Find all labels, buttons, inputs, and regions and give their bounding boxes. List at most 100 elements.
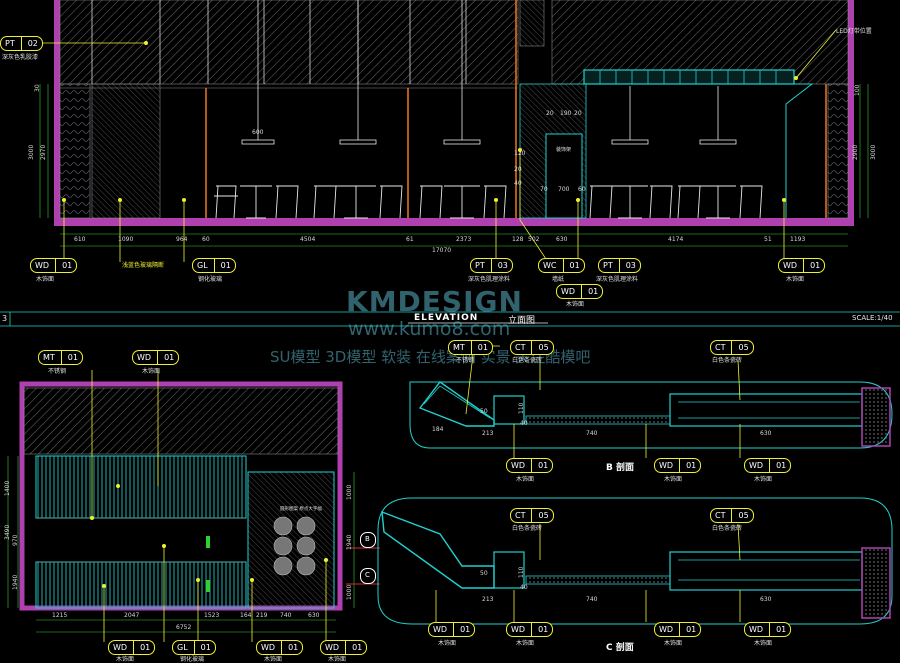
- elevation-left-wall: [54, 0, 60, 226]
- dim-label: 3000: [28, 144, 35, 160]
- tag-label: 木饰面: [566, 301, 585, 308]
- dim-label: 610: [74, 236, 86, 243]
- elevation-pendant-lamps: [241, 0, 737, 145]
- dim-total: 17070: [432, 247, 452, 254]
- dim-label: 60: [202, 236, 210, 243]
- section-marker-b[interactable]: B: [360, 532, 376, 548]
- dim-label: 70: [540, 186, 548, 193]
- elevation-drawing: [39, 0, 869, 247]
- tag-label: 木饰面: [142, 368, 161, 375]
- watermark-logo: KMDESIGN: [346, 285, 523, 318]
- tag-label: 木饰面: [516, 640, 535, 647]
- elevation-led-shelf: [583, 69, 795, 85]
- tag-label: 白色条瓷砖: [512, 525, 543, 532]
- tag-pt-02-label: 深灰色乳胶漆: [2, 54, 39, 61]
- section-c-outline: [377, 497, 893, 625]
- dim-label: 630: [760, 596, 772, 603]
- section-c-title: C 剖面: [606, 643, 634, 653]
- section-b-drawing: [409, 381, 893, 449]
- dim-label: 20: [574, 110, 582, 117]
- dim-label: 700: [558, 186, 570, 193]
- dim-label: 30: [34, 84, 41, 92]
- elevation-wood-panel-left: [59, 83, 91, 219]
- plan-round-pattern: [273, 516, 316, 576]
- tag-label: 木饰面: [438, 640, 457, 647]
- tag-label: 木饰面: [664, 640, 683, 647]
- dim-label: 110: [518, 402, 525, 414]
- elevation-right-wall: [848, 0, 854, 226]
- dim-label: 128: [512, 236, 524, 243]
- plan-leaders: [91, 370, 327, 642]
- dim-label: 740: [586, 596, 598, 603]
- dim-label: 970: [12, 534, 19, 546]
- dim-label: 100: [854, 84, 861, 96]
- dim-label: 1000: [346, 484, 353, 500]
- elevation-floor-slab: [54, 218, 854, 226]
- dim-label: 213: [482, 430, 494, 437]
- dim-label: 3000: [870, 144, 877, 160]
- dim-label: 1000: [346, 584, 353, 600]
- section-number: 3: [2, 314, 8, 323]
- elevation-glass-partition: [91, 83, 161, 219]
- dim-label: 630: [308, 612, 320, 619]
- dim-total: 6752: [176, 624, 192, 631]
- section-marker-c[interactable]: C: [360, 568, 376, 584]
- led-label: LED灯带位置: [836, 28, 872, 35]
- dim-label: 1940: [12, 574, 19, 590]
- niche-label: 装饰架: [556, 147, 572, 153]
- dim-label: 2047: [124, 612, 140, 619]
- dim-label: 1400: [4, 480, 11, 496]
- section-b-outline: [409, 381, 893, 449]
- plan-bench-lower: [35, 561, 247, 609]
- plan-drawing: [7, 381, 380, 633]
- plan-round-feature: [247, 471, 335, 609]
- dim-label: 1090: [118, 236, 134, 243]
- dim-label: 740: [280, 612, 292, 619]
- dim-label: 20: [514, 166, 522, 173]
- round-label: 圆形图案 原点大字幅: [280, 507, 322, 512]
- dim-label: 2373: [456, 236, 472, 243]
- elevation-ceiling-hatch-left: [59, 0, 519, 85]
- tag-label: 深灰色肌理涂料: [468, 276, 511, 283]
- tag-label: 白色条瓷砖: [712, 357, 743, 364]
- tag-label: 白色条瓷砖: [712, 525, 743, 532]
- dim-label: 184: [432, 426, 444, 433]
- dim-label: 964: [176, 236, 188, 243]
- plan-hatch-top: [23, 387, 339, 455]
- dim-label: 2900: [852, 144, 859, 160]
- tag-label: 木饰面: [664, 476, 683, 483]
- dim-label: 61: [406, 236, 414, 243]
- dim-label: 120: [514, 150, 526, 157]
- elevation-title: ELEVATION: [414, 313, 479, 323]
- watermark-url: www.kumo8.com: [348, 318, 511, 340]
- dim-label: 1193: [790, 236, 806, 243]
- scale-label: SCALE:1/40: [852, 314, 893, 322]
- section-c-drawing: [377, 497, 893, 625]
- dim-label: 164: [240, 612, 252, 619]
- plan-bench-upper: [35, 455, 247, 519]
- section-b-title: B 剖面: [606, 463, 634, 473]
- dim-label: 40: [514, 180, 522, 187]
